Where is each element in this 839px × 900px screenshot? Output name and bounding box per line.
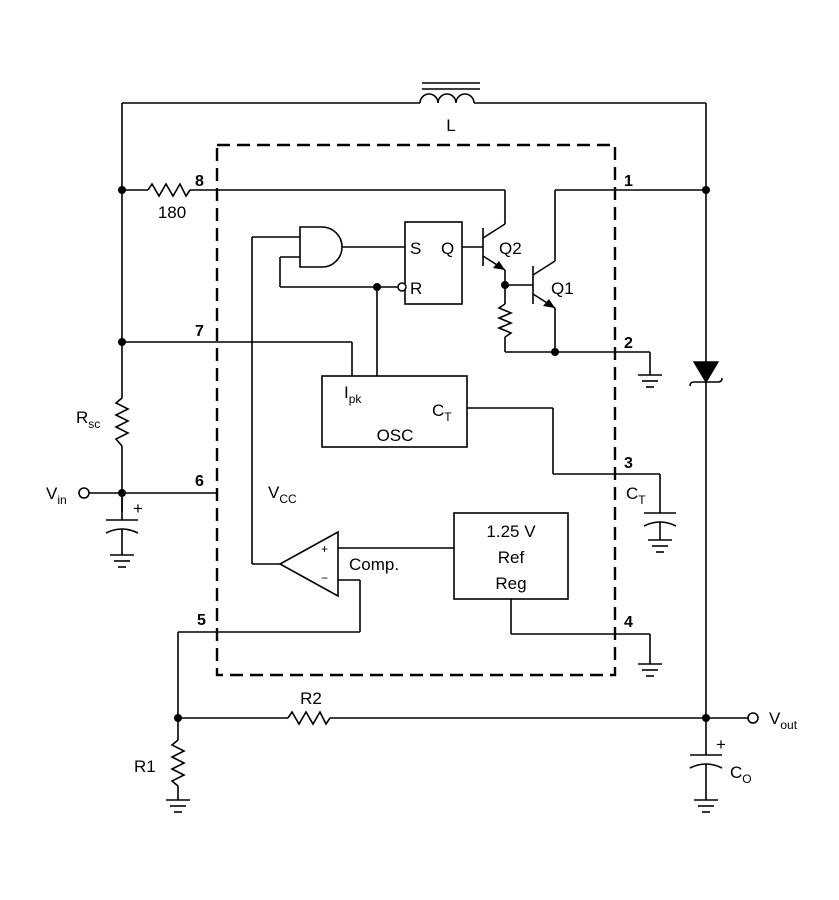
inductor-label: L — [446, 116, 455, 135]
q2-label: Q2 — [499, 239, 522, 258]
input-cap-plus: + — [133, 499, 143, 518]
flipflop-q-label: Q — [441, 239, 454, 258]
flipflop-s-label: S — [410, 239, 421, 258]
ct-external-label: CT — [626, 484, 646, 507]
ref-line-3: Reg — [495, 574, 526, 593]
pin-8-label: 8 — [195, 173, 204, 190]
resistor-r1 — [166, 739, 190, 813]
inductor-l — [122, 82, 706, 104]
ipk-label: Ipk — [344, 383, 362, 406]
pin-5-label: 5 — [197, 612, 206, 629]
resistor-rsc — [114, 397, 130, 447]
input-capacitor — [105, 493, 139, 568]
vout-label: Vout — [769, 709, 798, 732]
reference-regulator-block — [453, 512, 569, 600]
ic-boundary — [215, 143, 617, 677]
junction-dot — [702, 714, 710, 722]
r2-label: R2 — [300, 689, 322, 708]
q1-label: Q1 — [551, 279, 574, 298]
transistor-q2 — [482, 190, 506, 285]
osc-label: OSC — [377, 426, 414, 445]
pin-2-label: 2 — [624, 335, 633, 352]
junction-dot — [118, 338, 126, 346]
sr-flipflop — [404, 221, 463, 305]
ref-line-1: 1.25 V — [486, 522, 536, 541]
pin-1-label: 1 — [624, 173, 633, 190]
comp-plus-sign: + — [321, 542, 328, 556]
resistor-180 — [122, 182, 505, 198]
pin-6-label: 6 — [195, 473, 204, 490]
junction-dot — [174, 714, 182, 722]
resistor-r2 — [178, 710, 748, 726]
ref-line-2: Ref — [498, 548, 525, 567]
base-resistor — [496, 285, 514, 352]
vin-terminal — [78, 487, 90, 499]
vout-terminal — [747, 712, 759, 724]
vcc-label: VCC — [268, 483, 297, 506]
catch-diode — [689, 361, 723, 387]
pin-7-label: 7 — [195, 323, 204, 340]
comparator — [251, 237, 454, 598]
r1-label: R1 — [134, 757, 156, 776]
resistor-180-label: 180 — [158, 203, 186, 222]
ground-pin-2 — [638, 352, 662, 388]
pin-3-label: 3 — [624, 455, 633, 472]
transistor-q1 — [532, 190, 556, 352]
and-gate — [252, 226, 405, 288]
output-capacitor — [689, 754, 723, 813]
rsc-label: Rsc — [76, 408, 100, 431]
reset-bubble — [397, 282, 407, 292]
junction-dot — [551, 348, 559, 356]
co-label: CO — [730, 763, 752, 786]
vin-label: Vin — [46, 484, 67, 507]
comp-label: Comp. — [349, 555, 399, 574]
oscillator-block — [321, 375, 468, 448]
pin-4-label: 4 — [624, 614, 633, 631]
ct-internal-label: CT — [432, 401, 452, 424]
comp-minus-sign: − — [321, 571, 328, 585]
output-cap-plus: + — [716, 735, 726, 754]
timing-capacitor — [643, 474, 677, 553]
junction-dot — [118, 186, 126, 194]
ground-pin-4 — [638, 634, 662, 677]
flipflop-r-label: R — [410, 279, 422, 298]
